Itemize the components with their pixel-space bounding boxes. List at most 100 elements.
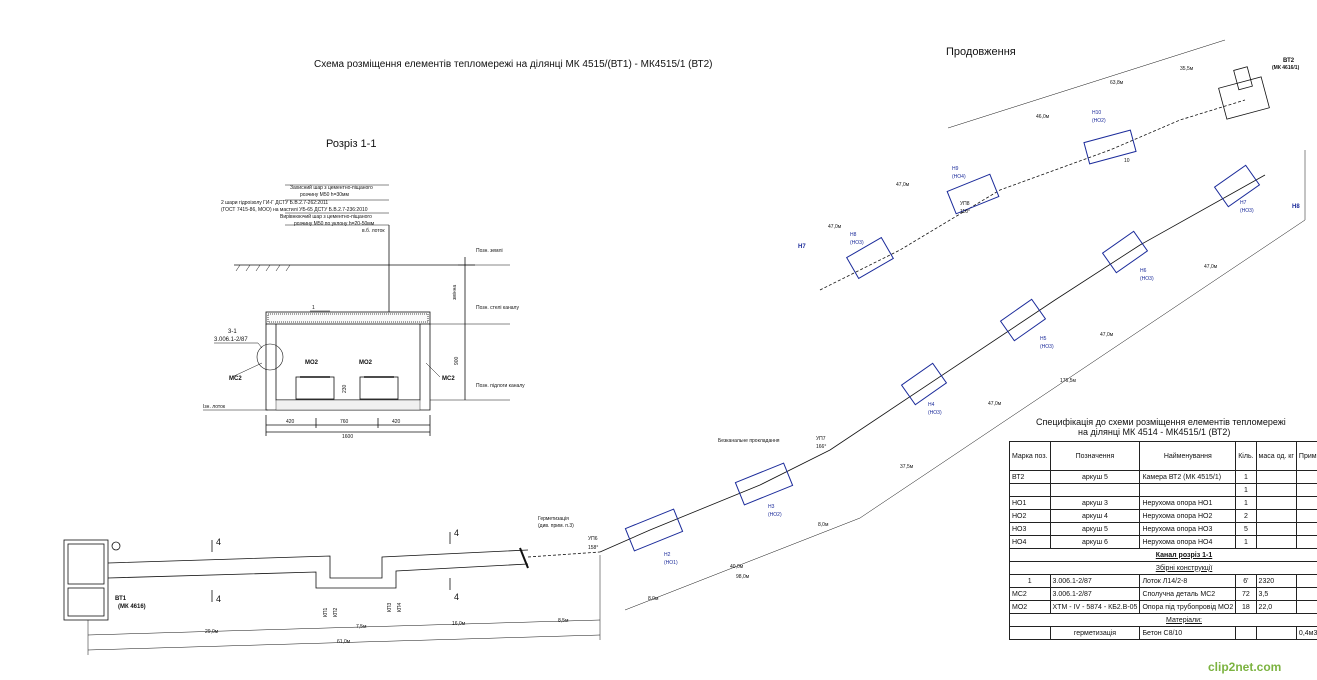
cell: [1295, 587, 1317, 601]
dim-sup: 230: [342, 384, 348, 393]
support-h4: Н4: [928, 402, 935, 408]
cell: 1: [1235, 470, 1257, 484]
dim-total: 1600: [342, 434, 353, 440]
uk7-angle: 166°: [816, 444, 826, 450]
cell: аркуш 4: [1049, 509, 1141, 523]
cell: [1255, 496, 1297, 510]
cell: [1295, 574, 1317, 588]
ddim-1: 40,0м: [730, 564, 744, 570]
hdr-qty: Кіль.: [1235, 441, 1257, 471]
hdr-designation: Позначення: [1049, 441, 1141, 471]
ddim-4: 37,5м: [900, 464, 914, 470]
spec-table: Марка поз. Позначення Найменування Кіль.…: [1008, 441, 1317, 640]
layer-6: розчину М50 по уклону h=20-50мм: [294, 221, 375, 227]
support-h7-type: (НО3): [1240, 208, 1254, 214]
table-row: НО2 аркуш 4 Нерухома опора НО2 2: [1009, 509, 1317, 523]
cell: Сполучна деталь МС2: [1139, 587, 1237, 601]
support-h6-type: (НО3): [1140, 276, 1154, 282]
layer-7: в.б. лоток: [362, 228, 385, 234]
bt2-label: ВТ2: [1283, 58, 1295, 64]
ddim-2: 98,0м: [736, 574, 750, 580]
support-h7: Н7: [1240, 200, 1247, 206]
cell: [1295, 509, 1317, 523]
plan-route: [63, 39, 1306, 655]
tray-label: Ізн. лоток: [203, 404, 226, 410]
cell: Нерухома опора НО1: [1139, 496, 1237, 510]
unchannel-label: Безканальне прокладання: [718, 438, 780, 444]
cell: НО3: [1009, 522, 1051, 536]
dim-height: 900: [454, 356, 460, 365]
support-h8-type: (НО3): [850, 240, 864, 246]
cell: НО1: [1009, 496, 1051, 510]
hdr-mass: маса од. кг: [1255, 441, 1297, 471]
cell: 1: [1235, 496, 1257, 510]
spec-sub-row: Збірні конструкції: [1008, 561, 1317, 575]
main-title: Схема розміщення елементів тепломережі н…: [314, 59, 713, 70]
ref-3-1: 3-1: [228, 329, 237, 335]
mc2-right: МС2: [442, 376, 455, 382]
cell: аркуш 5: [1049, 522, 1141, 536]
dim-7-5: 7,5м: [356, 624, 367, 630]
support-h8: Н8: [850, 232, 857, 238]
ddim-6: 47,0м: [1100, 332, 1114, 338]
cell: 1: [1235, 483, 1257, 497]
cell: [1295, 483, 1317, 497]
cell: аркуш 5: [1049, 470, 1141, 484]
cell: 3.006.1-2/87: [1049, 587, 1141, 601]
cut-4-d: 4: [454, 592, 459, 602]
table-row: НО1 аркуш 3 Нерухома опора НО1 1: [1009, 496, 1317, 510]
cell: 2320: [1255, 574, 1297, 588]
ddim-0: 8,0м: [648, 596, 659, 602]
cell: [1255, 522, 1297, 536]
layer-2: розчину М50 h=30мм: [300, 192, 349, 198]
bt1-ref: (МК 4616): [118, 604, 146, 610]
kp4: КП4: [397, 602, 403, 612]
ddim-8: 47,0м: [1204, 264, 1218, 270]
kp3: КП3: [387, 602, 393, 612]
watermark-logo: clip2net.com: [1208, 660, 1282, 674]
ground-label: Позн. землі: [476, 248, 503, 254]
cell: Нерухома опора НО4: [1139, 535, 1237, 549]
spec-section-title: Канал розріз 1-1: [1008, 548, 1317, 562]
table-row: НО4 аркуш 6 Нерухома опора НО4 1: [1009, 535, 1317, 549]
cut-4-c: 4: [454, 528, 459, 538]
h7-arrow-label: Н7: [798, 244, 806, 250]
herm-note: (див. прим. п.3): [538, 523, 574, 529]
ten-label: 10: [1124, 158, 1130, 164]
hdr-note: Примітка (всього): [1295, 441, 1317, 471]
spec-sub-1: Збірні конструкції: [1008, 561, 1317, 575]
ref-doc: 3.006.1-2/87: [214, 337, 248, 343]
dim-29: 29,0м: [205, 629, 219, 635]
ddim-9: 47,0м: [828, 224, 842, 230]
cell: аркуш 6: [1049, 535, 1141, 549]
uk8-label: УП8: [960, 201, 970, 207]
supports: [624, 129, 1261, 552]
cell: [1295, 535, 1317, 549]
cell: аркуш 3: [1049, 496, 1141, 510]
cell: [1255, 483, 1297, 497]
dim-right: 420: [392, 419, 401, 425]
uk6-angle: 158°: [588, 545, 598, 551]
cell: 5: [1235, 522, 1257, 536]
support-h2-type: (НО1): [664, 560, 678, 566]
layer-4: (ГОСТ 7415-86, МОО) на мастилі УБ-65 ДСТ…: [221, 207, 368, 213]
support-h2: Н2: [664, 552, 671, 558]
cell: [1009, 483, 1051, 497]
dim-16: 16,0м: [452, 621, 466, 627]
herm-label: Герметизація: [538, 516, 569, 522]
kp2: КП2: [333, 607, 339, 617]
cell: [1255, 626, 1297, 640]
cut-4-a: 4: [216, 537, 221, 547]
cell: НО2: [1009, 509, 1051, 523]
cell: [1255, 470, 1297, 484]
ceiling-label: Позн. стелі каналу: [476, 305, 519, 311]
spec-section-row: Канал розріз 1-1: [1008, 548, 1317, 562]
cell: [1139, 483, 1237, 497]
table-row: МО2 ХТМ - IV - 5874 - КБ2.В-05 Опора під…: [1009, 600, 1317, 614]
table-row: 1: [1009, 483, 1317, 497]
support-h9-type: (НО4): [952, 174, 966, 180]
bt2-ref: (МК 4616/1): [1272, 65, 1300, 71]
cell: 0,4м3: [1295, 626, 1317, 640]
ddim-12: 63,8м: [1110, 80, 1124, 86]
support-h3: Н3: [768, 504, 775, 510]
